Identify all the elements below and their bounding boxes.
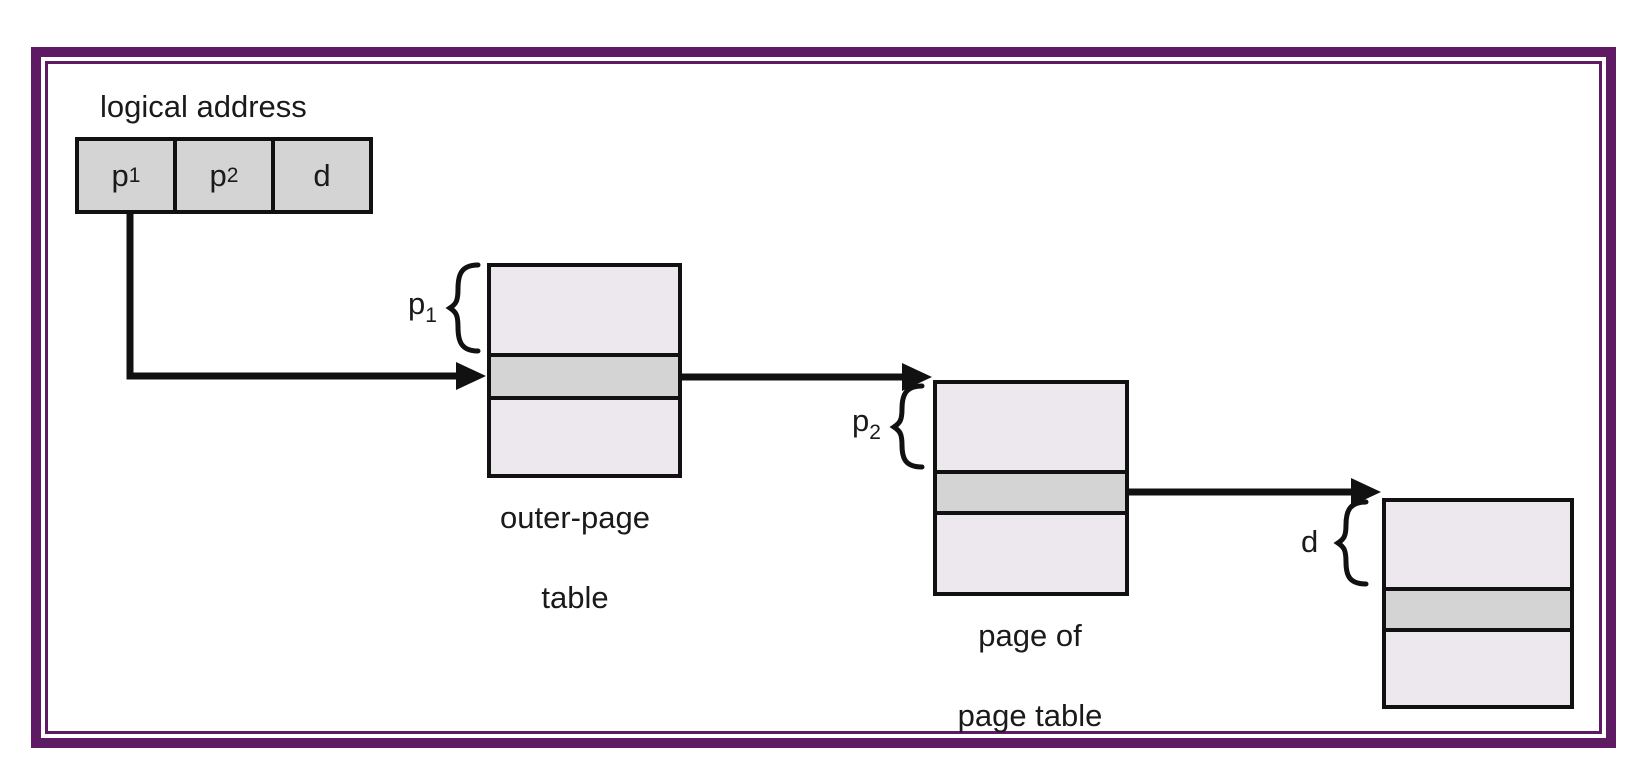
page-of-page-table-row-bottom [937,515,1125,592]
page-of-page-table [933,380,1129,596]
page-caption-line1: page of [978,618,1082,653]
outer-page-table-row-selected [491,353,678,400]
brace-label-p2: p2 [852,403,881,451]
brace-label-p2-base: p [852,403,870,438]
brace-label-p1: p1 [408,286,437,334]
outer-page-table-row-top [491,267,678,353]
page-frame-row-bottom [1386,632,1570,705]
field-d-base: d [313,157,331,193]
page-frame-row-selected [1386,587,1570,632]
outer-caption-line1: outer-page [500,500,650,535]
page-of-page-table-row-top [937,384,1125,470]
logical-address-label: logical address [100,89,307,124]
brace-label-p1-sub: 1 [425,304,437,327]
page-frame-row-top [1386,502,1570,587]
field-p1-base: p [111,157,129,193]
page-caption-line2: page table [957,698,1103,733]
field-d: d [271,141,369,210]
brace-label-p2-sub: 2 [869,421,881,444]
outer-caption-line2: table [541,580,609,615]
field-p2-base: p [209,157,227,193]
field-p1-sub: 1 [128,163,141,187]
outer-page-table-row-bottom [491,400,678,474]
page-frame-table [1382,498,1574,709]
outer-frame-border [31,47,1616,748]
outer-page-table-caption: outer-page table [455,498,695,618]
outer-page-table [487,263,682,478]
page-of-page-table-row-selected [937,470,1125,515]
field-p2-sub: 2 [226,163,239,187]
page-of-page-table-caption: page of page table [905,616,1155,736]
brace-label-d: d [1301,524,1318,572]
brace-label-p1-base: p [408,286,426,321]
brace-label-d-base: d [1301,524,1319,559]
inner-frame-border [45,61,1602,734]
